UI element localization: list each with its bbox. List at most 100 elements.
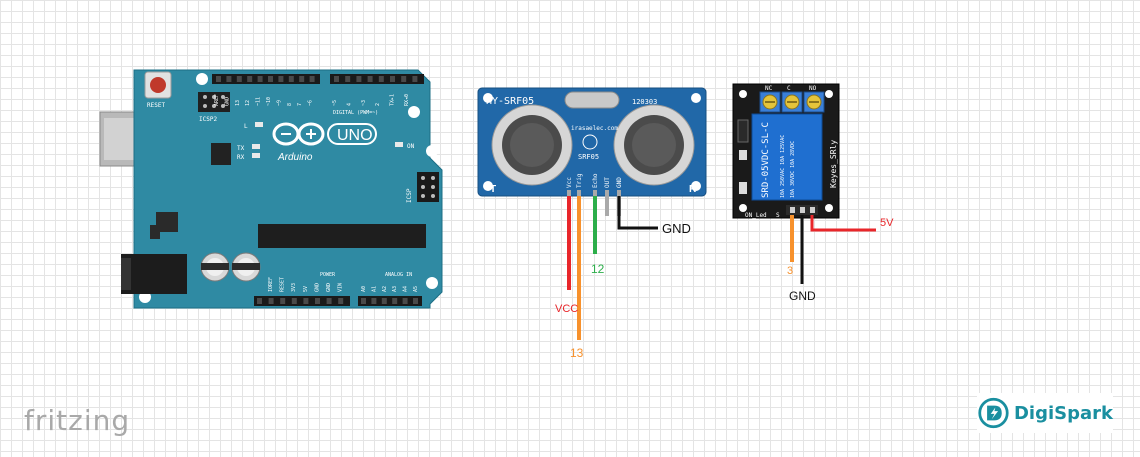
digispark-logo: DigiSpark (977, 393, 1113, 433)
digital-pin-label: AREF (214, 94, 220, 106)
power-jack (121, 254, 187, 294)
power-label: POWER (320, 272, 336, 278)
header-hole (361, 298, 366, 304)
digital-pin-label: 4 (346, 103, 352, 106)
relay-terminal-label: NO (809, 85, 817, 92)
transducer-receiver (613, 104, 695, 186)
mount-hole (739, 90, 747, 98)
mount-hole (739, 204, 747, 212)
led-l (255, 122, 263, 127)
header-hole (291, 298, 297, 304)
led-rx (252, 153, 260, 158)
sensor-pin-label: Vcc (566, 177, 573, 188)
ultrasonic-sensor: HY-SRF05 120303 irasaelec.com SRF05 T R … (477, 87, 707, 216)
relay-pin (800, 207, 805, 213)
relay-pin (790, 207, 795, 213)
label-relay-5v: 5V (880, 217, 894, 229)
led-tx-label: TX (237, 145, 245, 152)
digital-pin-label: 13 (235, 100, 241, 106)
header-hole (278, 76, 284, 82)
led-component (739, 182, 747, 194)
header-hole (367, 76, 373, 82)
wire-sensor-gnd[interactable] (617, 196, 658, 230)
header-hole (401, 76, 407, 82)
header-hole (299, 76, 305, 82)
icsp-label: ICSP (406, 188, 413, 203)
mount-hole (426, 145, 438, 157)
label-echo: 12 (591, 262, 605, 276)
analog-pin-label: A4 (403, 286, 409, 292)
power-jack-front (121, 258, 131, 290)
label-relay-signal: 3 (787, 265, 793, 277)
sensor-name: HY-SRF05 (486, 96, 534, 107)
mount-hole (483, 93, 493, 103)
digital-pin-label: RX◂0 (404, 94, 410, 106)
header-hole (268, 76, 273, 82)
led-rx-label: RX (237, 154, 245, 161)
arduino-infinity-logo (272, 122, 325, 146)
sensor-pin-label: Trig (576, 173, 583, 188)
digital-pin-label: 12 (245, 100, 251, 106)
mount-hole (825, 90, 833, 98)
label-relay-gnd: GND (789, 289, 816, 303)
power-pin-label: GND (314, 283, 320, 292)
digital-pin-label: ~11 (256, 97, 262, 106)
usb-chip (211, 143, 231, 165)
icsp-header (417, 172, 439, 202)
sensor-code: 120303 (632, 98, 657, 106)
sensor-site: irasaelec.com (571, 125, 618, 132)
transducer-transmitter (491, 104, 573, 186)
voltage-regulator (156, 212, 178, 232)
mount-hole (196, 73, 208, 85)
relay-model: Keyes_SRly (829, 140, 838, 188)
uno-label: UNO (337, 127, 373, 144)
header-hole (356, 76, 362, 82)
power-pin-label: 3V3 (291, 283, 297, 292)
header-hole (390, 76, 395, 82)
mount-hole (408, 106, 420, 118)
resistor (739, 150, 747, 160)
led-on (395, 142, 403, 147)
icsp2-header (198, 92, 230, 112)
digital-pin-label: ~3 (361, 100, 367, 106)
fritzing-brand: fritzing (24, 404, 131, 437)
sensor-pin-label: GND (616, 177, 623, 188)
header-hole (226, 76, 232, 82)
led-tx (252, 144, 260, 149)
arduino-brand-text: Arduino (277, 152, 313, 163)
header-hole (268, 298, 274, 304)
mount-hole (691, 93, 701, 103)
regulator-tab (150, 225, 160, 239)
header-hole (381, 298, 387, 304)
capacitor (231, 252, 261, 282)
analog-label: ANALOG IN (385, 272, 412, 278)
power-pin-label: IOREF (268, 277, 274, 292)
relay-spec: SRD-05VDC-SL-C (761, 122, 771, 198)
digispark-text: DigiSpark (1013, 402, 1113, 424)
mount-hole (691, 181, 701, 191)
header-hole (216, 76, 221, 82)
relay-pin-label: S (776, 212, 780, 219)
wire-relay-5v[interactable] (810, 215, 876, 232)
atmega-chip (258, 224, 426, 248)
relay-rating-1: 10A 250VAC 10A 125VAC (780, 135, 786, 198)
on-led-label: ON_Led (745, 212, 767, 219)
header-hole (236, 76, 242, 82)
mount-hole (825, 204, 833, 212)
uno-badge (327, 123, 377, 145)
reset-label: RESET (147, 102, 165, 109)
wires (567, 196, 876, 340)
crystal-oscillator (564, 91, 620, 109)
power-pin-label: VIN (338, 283, 344, 292)
digital-pin-label: ~6 (308, 100, 314, 106)
header-hole (392, 298, 398, 304)
label-vcc: VCC (555, 303, 578, 315)
header-hole (338, 298, 344, 304)
power-pin-label: GND (326, 283, 332, 292)
led-l-label: L (244, 123, 248, 130)
header-hole (334, 76, 339, 82)
header-hole (326, 298, 332, 304)
relay-rating-2: 10A 30VDC 10A 28VDC (790, 141, 796, 198)
